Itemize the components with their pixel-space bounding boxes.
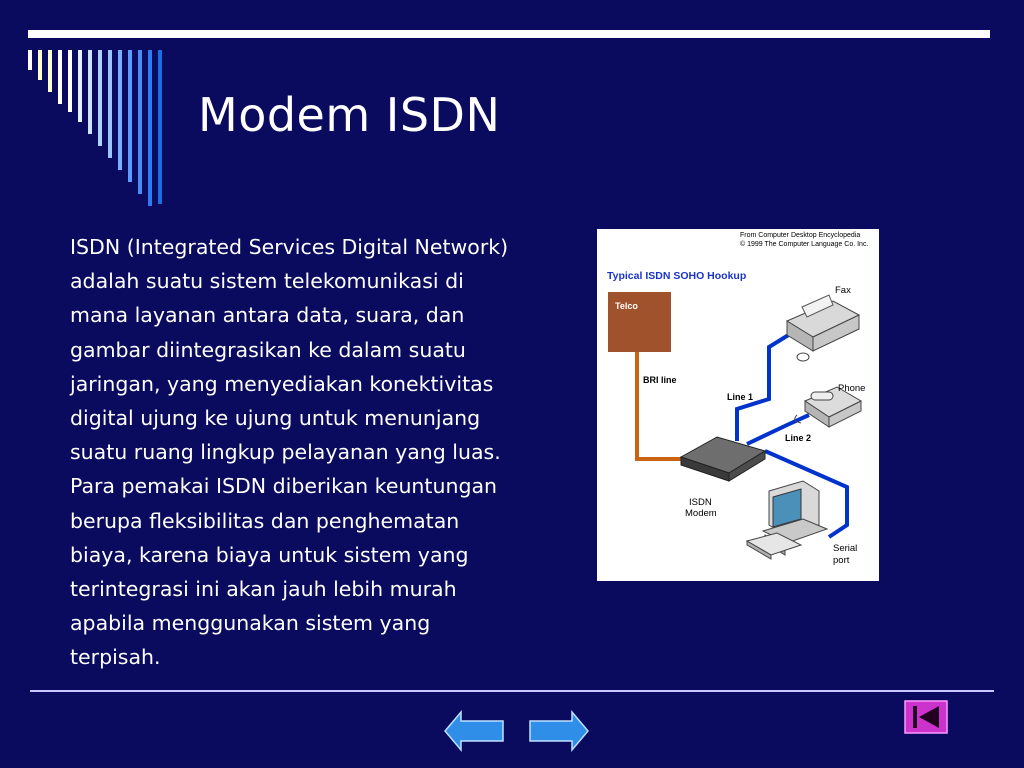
arrow-right-icon [529,709,589,753]
bri-line-label: BRI line [643,375,677,385]
slide-title: Modem ISDN [198,88,501,142]
skip-to-start-icon [904,700,948,734]
serial-cable [764,449,849,539]
previous-slide-button[interactable] [443,708,505,754]
body-line: ISDN (Integrated Services Digital Networ… [70,235,509,259]
bottom-rule [30,690,994,692]
serial-label-1: Serial [833,543,857,554]
diagram-svg: From Computer Desktop Encyclopedia © 199… [607,232,868,566]
line2-cable [746,413,810,446]
telco-box [608,292,671,352]
top-rule [28,30,990,38]
isdn-hookup-diagram: From Computer Desktop Encyclopedia © 199… [597,229,879,581]
body-line: adalah suatu sistem telekomunikasi di [70,269,464,294]
fax-label: Fax [835,285,851,296]
line1-cable [735,329,797,441]
serial-label-2: port [833,555,850,566]
body-line: digital ujung ke ujung untuk menunjang [70,406,481,431]
body-line: apabila menggunakan sistem yang [70,611,431,636]
line1-label: Line 1 [727,392,753,402]
modem-label-2: Modem [685,508,717,519]
body-line: terintegrasi ini akan jauh lebih murah [70,577,457,602]
diagram-heading: Typical ISDN SOHO Hookup [607,270,746,282]
arrow-left-icon [444,709,504,753]
body-line: gambar diintegrasikan ke dalam suatu [70,337,466,362]
bri-cable [635,352,689,461]
source-caption-2: © 1999 The Computer Language Co. Inc. [740,240,868,248]
decorative-bars [28,50,168,210]
phone-icon [794,386,863,428]
source-caption-1: From Computer Desktop Encyclopedia [740,232,860,239]
body-line: suatu ruang lingkup pelayanan yang luas. [70,440,501,465]
phone-label: Phone [838,383,865,394]
fax-icon [785,294,861,362]
body-line: berupa fleksibilitas dan penghematan [70,508,460,533]
body-line: mana layanan antara data, suara, dan [70,303,465,328]
body-line: jaringan, yang menyediakan konektivitas [70,371,494,396]
body-line: Para pemakai ISDN diberikan keuntungan [70,474,498,499]
body-line: terpisah. [70,645,161,670]
modem-icon [679,436,767,482]
body-line: biaya, karena biaya untuk sistem yang [70,542,469,567]
line2-label: Line 2 [785,433,811,443]
slide-body: ISDN (Integrated Services Digital Networ… [70,230,570,675]
computer-icon [745,480,829,560]
first-slide-button[interactable] [904,700,948,734]
telco-label: Telco [615,301,638,311]
modem-label-1: ISDN [689,497,712,508]
next-slide-button[interactable] [528,708,590,754]
